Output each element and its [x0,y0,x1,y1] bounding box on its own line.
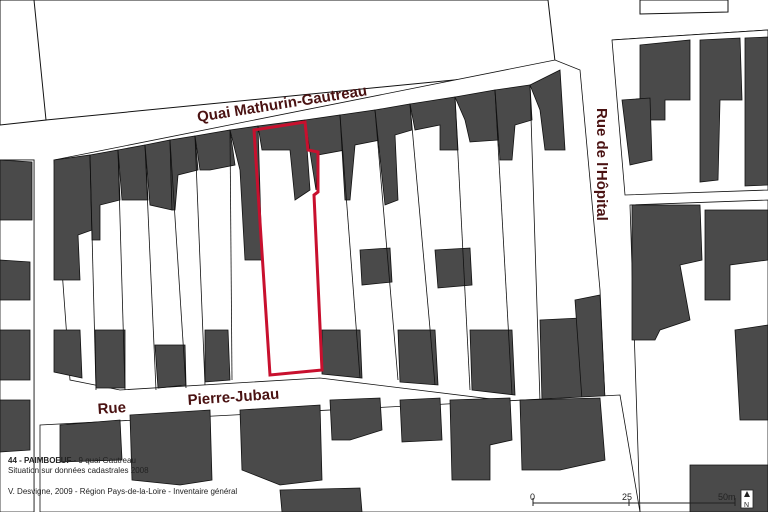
building [469,329,516,396]
building [689,464,768,512]
caption-situation: Situation sur données cadastrales 2008 [8,466,149,475]
building [53,329,83,379]
building [704,209,768,301]
building [0,259,31,301]
caption-title: 44 - PAIMBOEUF - 9 quai Gautreau [8,456,136,465]
building [529,69,566,151]
building [59,419,123,463]
building [94,329,126,389]
north-label: N [744,502,749,509]
building [397,329,439,386]
building [734,324,768,421]
scale-label-25: 25 [622,492,632,502]
building [204,329,231,383]
building [519,397,606,471]
south-block [39,394,641,512]
building [0,159,33,221]
building [321,329,363,379]
building [0,399,31,453]
building [129,409,213,486]
street-label-rue: Rue [97,399,126,418]
scale-bar: 0 25 50m N [530,489,754,509]
building [399,397,443,443]
scale-label-0: 0 [530,492,535,502]
building [699,37,743,183]
scale-label-50m: 50m [718,492,736,502]
highlighted-parcel [252,120,324,377]
building [229,125,263,261]
building [194,129,236,171]
caption-credit: V. Desvigne, 2009 - Région Pays-de-la-Lo… [8,487,238,496]
building [449,397,513,481]
east-block [611,29,768,512]
building [631,204,703,341]
street-label-hopital: Rue de l'Hôpital [593,108,610,221]
building [239,404,323,486]
building [539,317,583,403]
building [434,247,473,289]
building [329,397,383,441]
north-arrow-icon: N [740,489,754,509]
building [279,487,363,512]
west-block [0,159,35,512]
building [117,144,149,201]
caption-code: 44 - PAIMBOEUF [8,456,72,465]
building [454,89,499,143]
building [359,247,393,286]
building [304,114,346,191]
caption-address: - 9 quai Gautreau [71,456,136,465]
building [744,36,768,187]
building [154,344,187,389]
parcel-divisions [89,84,541,403]
street-label-pierre-jubau: Pierre-Jubau [187,386,280,409]
central-block [53,59,606,406]
building [621,97,653,166]
building [0,329,31,381]
